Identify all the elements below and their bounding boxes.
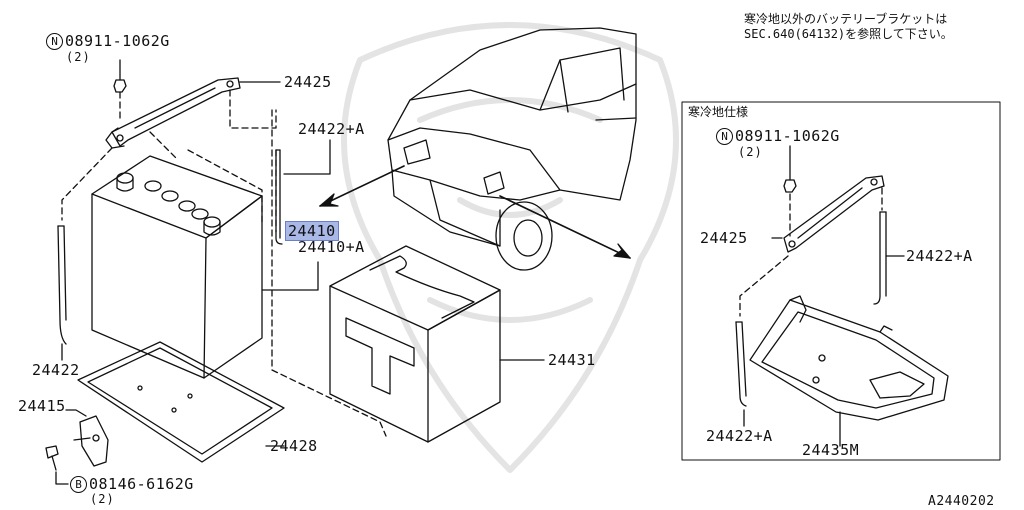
part-24410a: 24410+A [298, 238, 365, 256]
nut-inset-qty: (2) [738, 145, 763, 159]
diagram-id: A2440202 [928, 494, 995, 509]
inset-title: 寒冷地仕様 [688, 105, 749, 119]
inset-rod-right [873, 211, 887, 305]
part-24435m: 24435M [802, 441, 860, 459]
bolt [45, 445, 59, 471]
part-24422: 24422 [32, 361, 80, 379]
part-24422a-inset-right: 24422+A [906, 247, 973, 265]
bolt-code: 08146-6162G [89, 475, 194, 493]
nut-left-qty: (2) [66, 50, 91, 64]
callout-arrows [319, 165, 631, 259]
inset-leader-lines [743, 237, 905, 447]
part-24410-highlight[interactable]: 24410 [285, 221, 339, 241]
guide-lines [61, 89, 387, 437]
part-24422a-left: 24422+A [298, 120, 365, 138]
inset-rod-left [735, 321, 747, 407]
hold-down-bracket [105, 77, 241, 149]
battery [91, 155, 263, 379]
bolt-qty: (2) [90, 492, 115, 506]
note-line-2: SEC.640(64132)を参照して下さい。 [744, 27, 953, 41]
rod-right [275, 149, 283, 245]
nut-symbol: N [46, 33, 63, 50]
vehicle [387, 27, 637, 271]
inset-tray [749, 295, 949, 421]
nut-inset-symbol: N [716, 128, 733, 145]
part-24428: 24428 [270, 437, 318, 455]
part-24431: 24431 [548, 351, 596, 369]
nut-left [113, 59, 127, 93]
note-line-1: 寒冷地以外のバッテリーブラケットは [744, 12, 948, 26]
inset-guide-lines [739, 187, 883, 317]
inset-bracket [783, 175, 885, 253]
inset-frame [681, 101, 1001, 461]
part-24415: 24415 [18, 397, 66, 415]
battery-tray [77, 341, 285, 463]
small-bracket [73, 415, 109, 467]
battery-cover [329, 245, 501, 443]
rod-left [57, 225, 67, 345]
part-24422a-inset-bottom: 24422+A [706, 427, 773, 445]
nut-left-code: 08911-1062G [65, 32, 170, 50]
bolt-symbol: B [70, 476, 87, 493]
part-24425-inset: 24425 [700, 229, 748, 247]
part-24410-label: 24410 [285, 221, 339, 241]
watermark [341, 22, 679, 473]
part-24425-left: 24425 [284, 73, 332, 91]
nut-inset-code: 08911-1062G [735, 127, 840, 145]
inset-nut [783, 145, 797, 193]
